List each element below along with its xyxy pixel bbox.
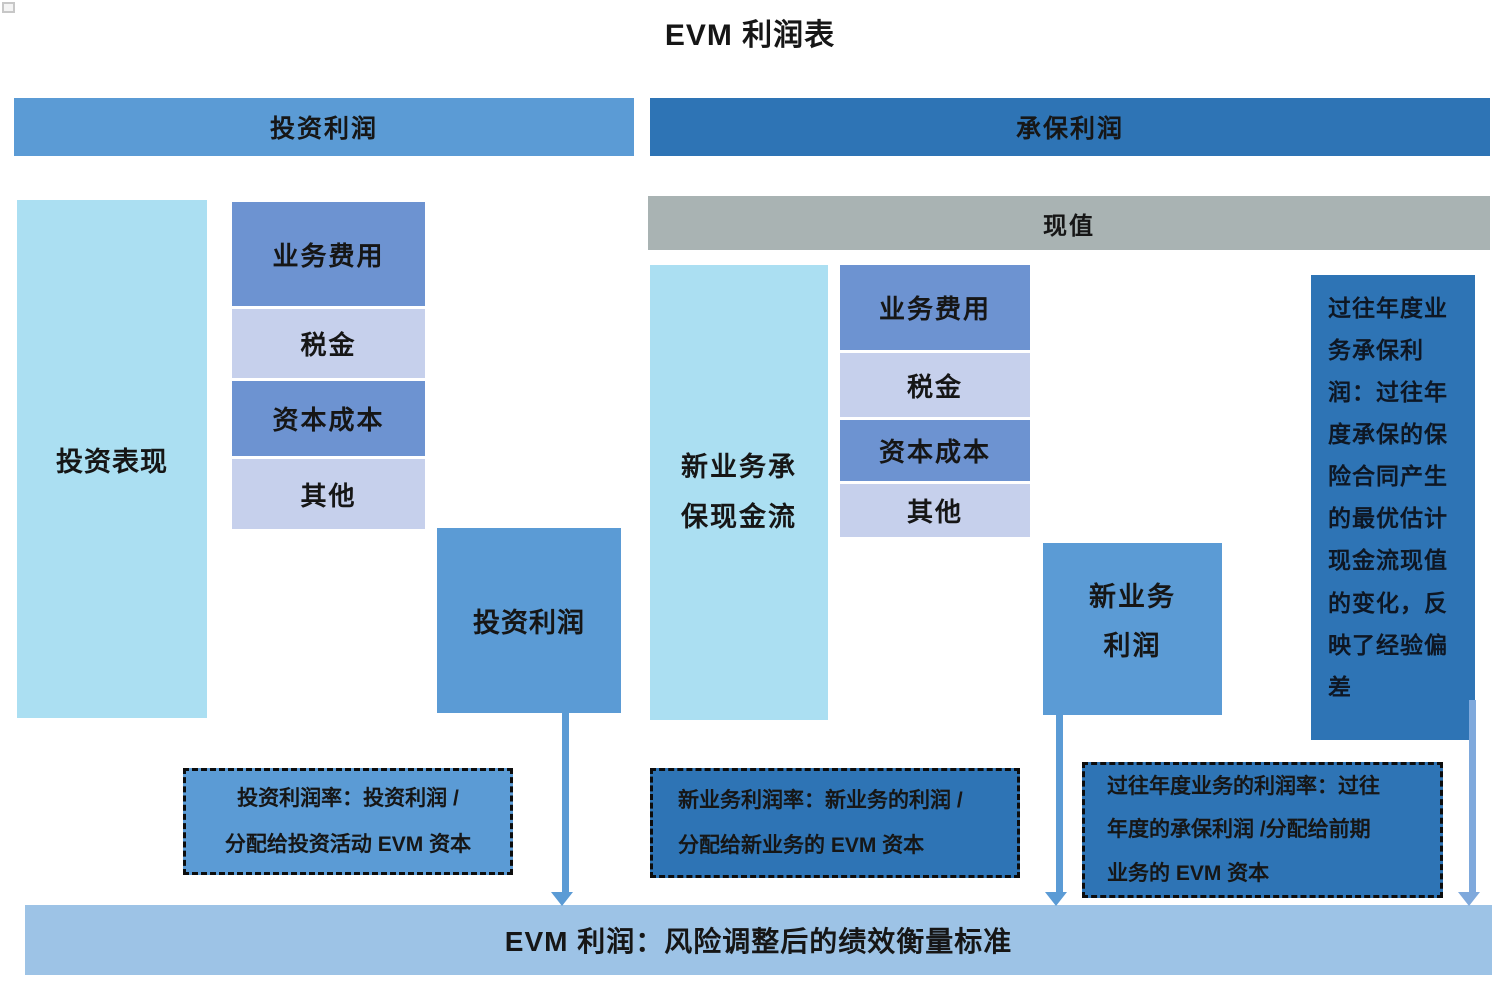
diagram-title: EVM 利润表 [664, 19, 836, 52]
stack-item-business-expenses: 业务费用 [840, 265, 1030, 350]
arrow-down-icon [1045, 892, 1067, 906]
investment-ratio-note: 投资利润率：投资利润 / 分配给投资活动 EVM 资本 [183, 768, 513, 875]
evm-profit-summary-bar: EVM 利润：风险调整后的绩效衡量标准 [25, 905, 1492, 975]
investment-profit-box: 投资利润 [437, 528, 621, 713]
past-years-underwriting-box: 过往年度业 务承保利 润：过往年 度承保的保 险合同产生 的最优估计 现金流现值… [1311, 275, 1475, 740]
arrow-shaft [562, 711, 569, 893]
investment-performance-box: 投资表现 [17, 200, 207, 718]
arrow-shaft [1469, 700, 1476, 893]
stack-item-cost-of-capital: 资本成本 [840, 420, 1030, 481]
new-business-cashflow-box: 新业务承 保现金流 [650, 265, 828, 720]
stack-item-cost-of-capital: 资本成本 [232, 381, 425, 456]
arrow-down-icon [1458, 892, 1480, 906]
past-years-ratio-note: 过往年度业务的利润率：过往 年度的承保利润 /分配给前期 业务的 EVM 资本 [1082, 762, 1443, 898]
new-business-profit-box: 新业务 利润 [1043, 543, 1222, 715]
present-value-bar: 现值 [648, 196, 1490, 250]
investment-deduction-stack: 业务费用 税金 资本成本 其他 [232, 202, 425, 529]
arrow-down-icon [551, 892, 573, 906]
stack-item-other: 其他 [232, 459, 425, 529]
corner-artifact [2, 2, 15, 13]
investment-profit-header: 投资利润 [14, 98, 634, 156]
stack-item-other: 其他 [840, 484, 1030, 537]
stack-item-business-expenses: 业务费用 [232, 202, 425, 306]
stack-item-taxes: 税金 [232, 309, 425, 378]
underwriting-deduction-stack: 业务费用 税金 资本成本 其他 [840, 265, 1030, 537]
arrow-shaft [1056, 714, 1063, 893]
new-business-ratio-note: 新业务利润率：新业务的利润 / 分配给新业务的 EVM 资本 [650, 768, 1020, 878]
underwriting-profit-header: 承保利润 [650, 98, 1490, 156]
stack-item-taxes: 税金 [840, 353, 1030, 417]
